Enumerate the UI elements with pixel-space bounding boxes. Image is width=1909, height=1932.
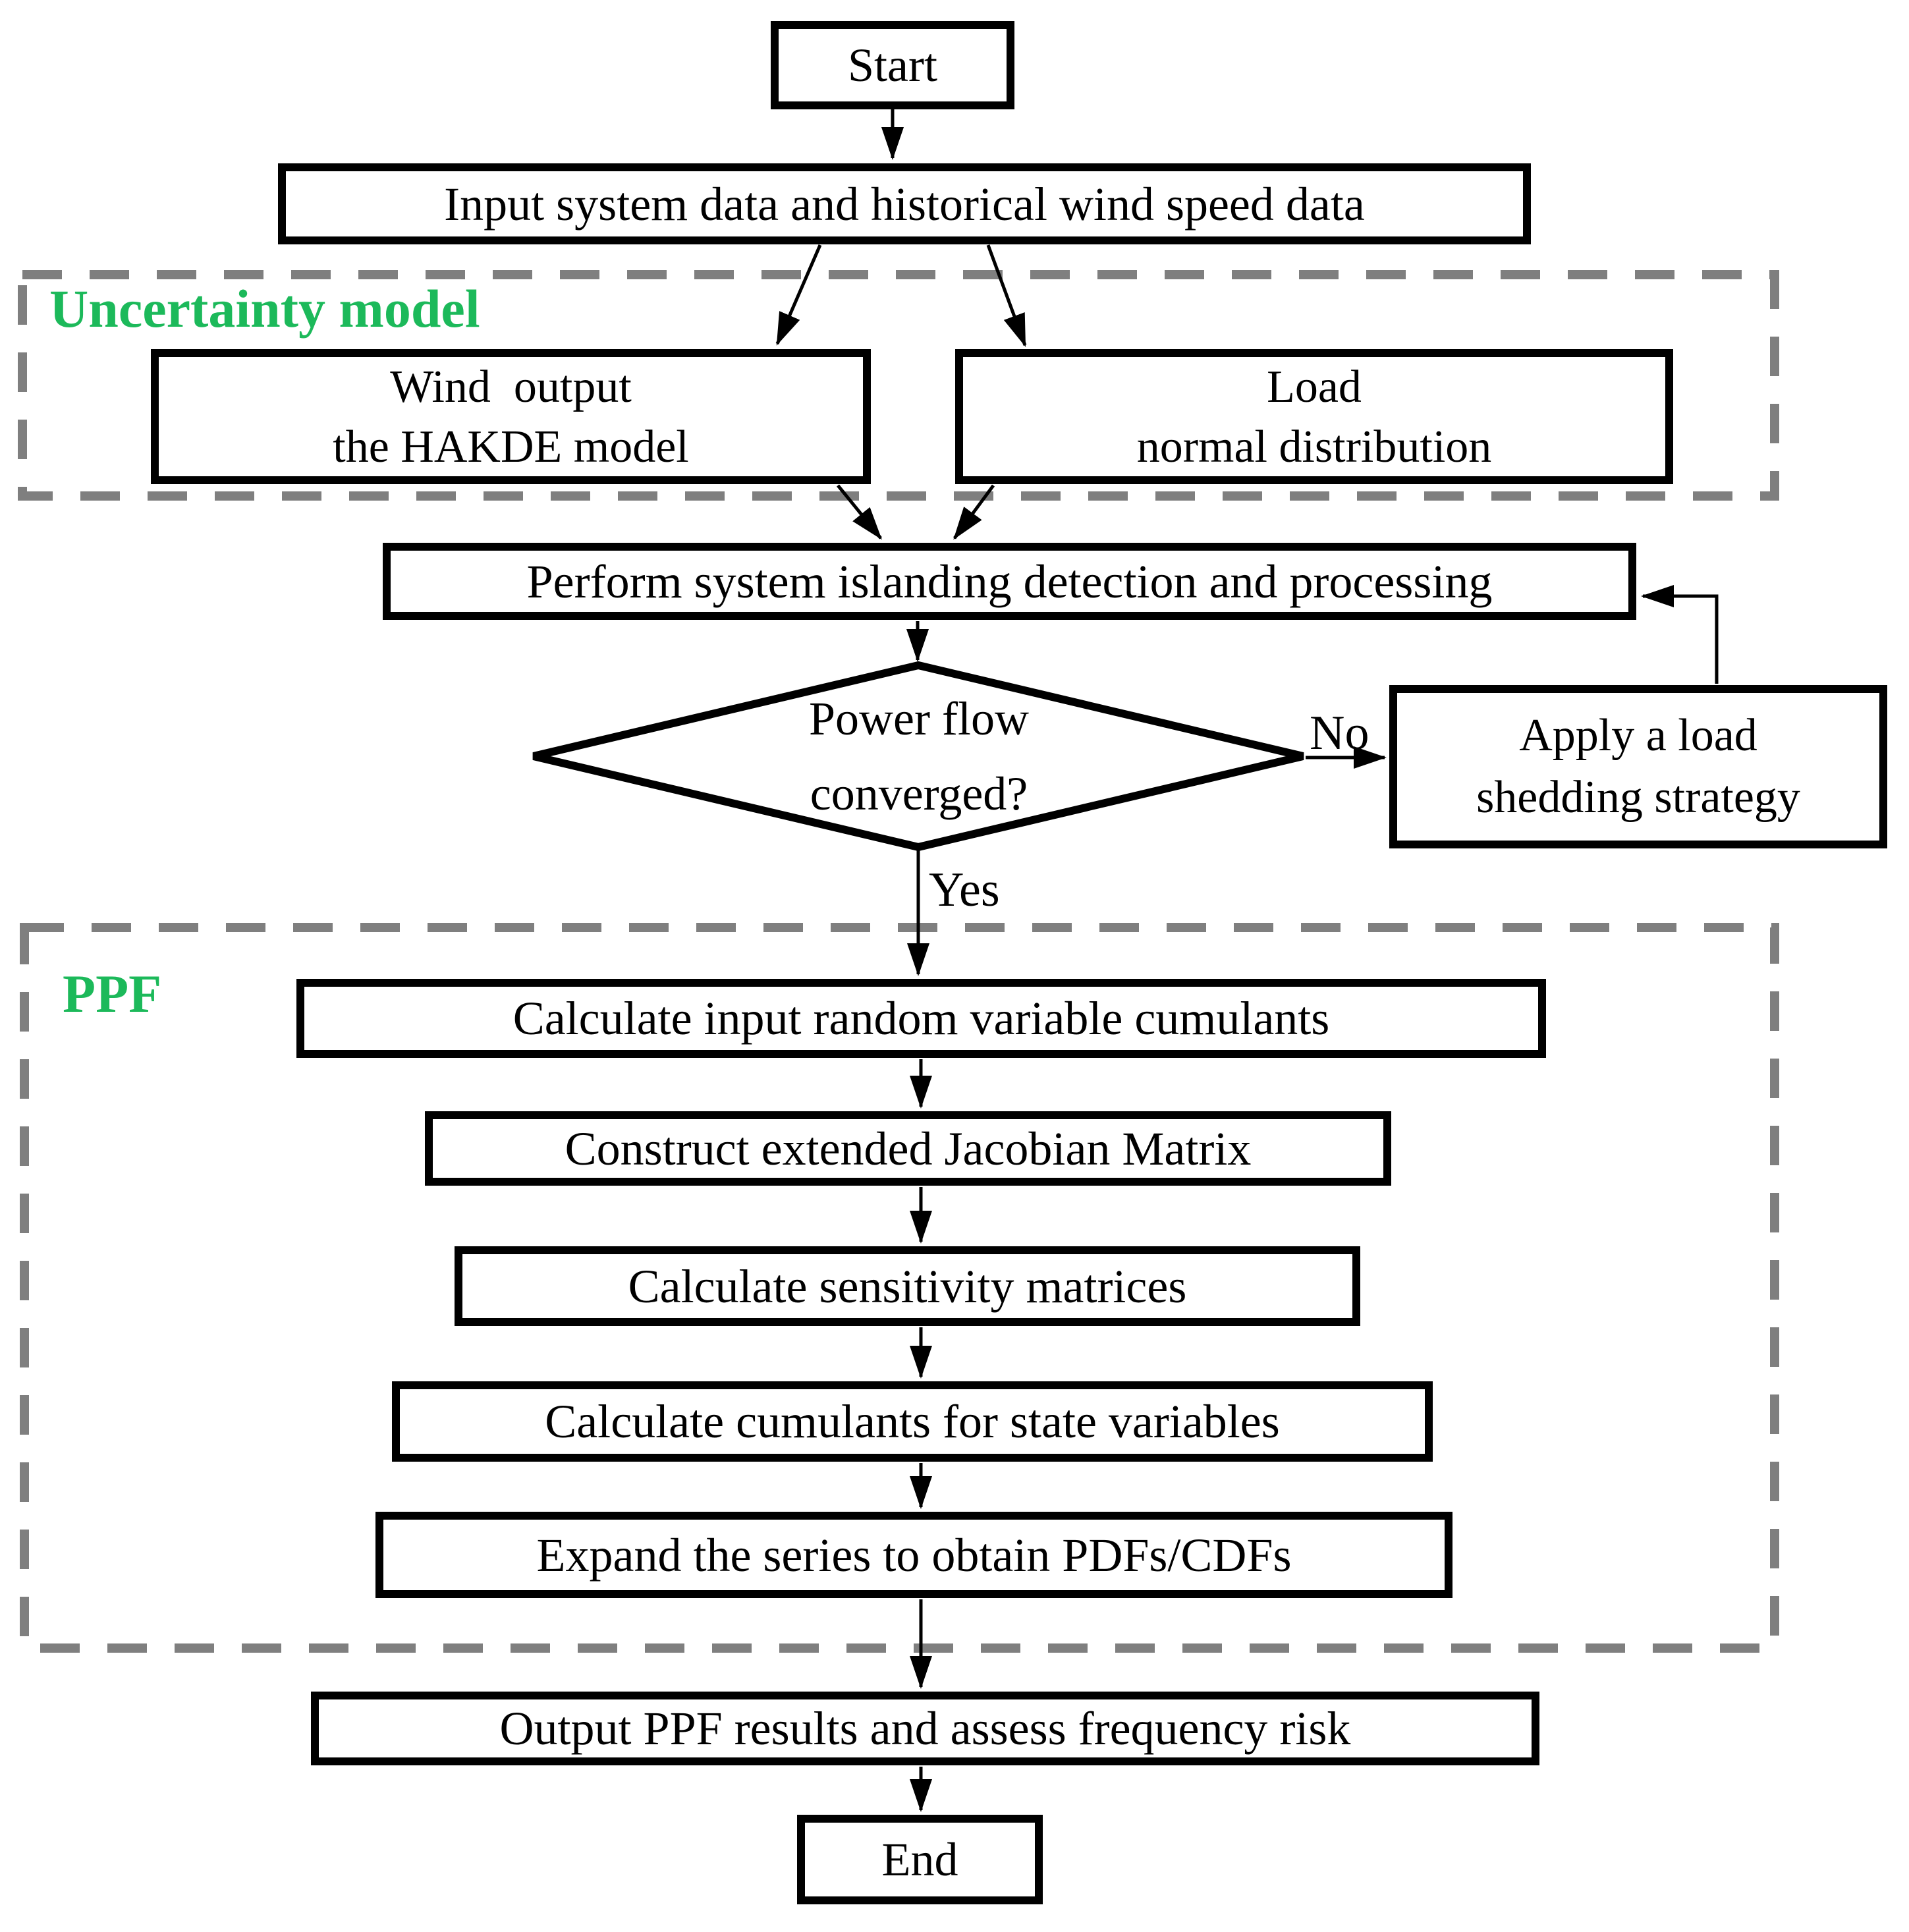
node-apply-line1: Apply a load	[1519, 709, 1757, 761]
decision-power-flow-converged: Power flow converged?	[613, 678, 1225, 834]
arrow-load-to-perform	[953, 484, 995, 540]
node-wind-line1: Wind output	[390, 361, 632, 412]
node-load-line2: normal distribution	[1136, 421, 1492, 472]
node-load-line1: Load	[1267, 361, 1362, 412]
arrow-wind-to-perform	[837, 484, 882, 540]
node-construct-jacobian-label: Construct extended Jacobian Matrix	[565, 1122, 1252, 1175]
ppf-group-frame	[20, 923, 1779, 1653]
uncertainty-group-label: Uncertainty model	[49, 279, 480, 339]
node-expand-series-pdfs-cdfs: Expand the series to obtain PDFs/CDFs	[375, 1512, 1452, 1598]
ppf-group-label: PPF	[63, 964, 162, 1024]
node-state-variable-cumulants: Calculate cumulants for state variables	[392, 1381, 1433, 1462]
node-islanding-detection-label: Perform system islanding detection and p…	[526, 555, 1493, 608]
node-expand-series-label: Expand the series to obtain PDFs/CDFs	[536, 1528, 1292, 1582]
decision-line1: Power flow	[809, 692, 1029, 745]
node-end: End	[797, 1815, 1043, 1904]
node-input-data: Input system data and historical wind sp…	[278, 163, 1531, 244]
arrow-input-to-wind	[775, 244, 822, 346]
arrow-input-to-load	[986, 244, 1027, 347]
node-islanding-detection: Perform system islanding detection and p…	[383, 543, 1636, 620]
node-load-shedding-strategy: Apply a load shedding strategy	[1389, 685, 1887, 848]
node-apply-line2: shedding strategy	[1476, 772, 1800, 823]
node-load-normal-distribution: Load normal distribution	[955, 349, 1673, 484]
decision-diamond	[532, 661, 1304, 852]
node-state-variable-cumulants-label: Calculate cumulants for state variables	[545, 1395, 1280, 1448]
node-input-data-label: Input system data and historical wind sp…	[444, 177, 1365, 231]
node-end-label: End	[881, 1833, 958, 1886]
node-start-label: Start	[848, 39, 937, 92]
node-calc-input-cumulants-label: Calculate input random variable cumulant…	[512, 992, 1330, 1045]
node-construct-jacobian: Construct extended Jacobian Matrix	[425, 1111, 1391, 1186]
node-sensitivity-matrices-label: Calculate sensitivity matrices	[628, 1259, 1187, 1313]
node-output-ppf-results: Output PPF results and assess frequency …	[311, 1692, 1539, 1765]
arrow-apply-feedback-to-perform	[1641, 585, 1719, 684]
node-wind-line2: the HAKDE model	[333, 421, 689, 472]
node-start: Start	[771, 21, 1014, 109]
node-output-ppf-results-label: Output PPF results and assess frequency …	[499, 1702, 1351, 1755]
node-sensitivity-matrices: Calculate sensitivity matrices	[455, 1246, 1360, 1326]
edge-label-no: No	[1310, 706, 1370, 760]
node-wind-hakde-model: Wind output the HAKDE model	[151, 349, 871, 484]
decision-line2: converged?	[810, 767, 1028, 820]
node-calc-input-cumulants: Calculate input random variable cumulant…	[296, 979, 1546, 1058]
edge-label-yes: Yes	[929, 863, 1000, 917]
uncertainty-group-frame	[18, 270, 1779, 501]
